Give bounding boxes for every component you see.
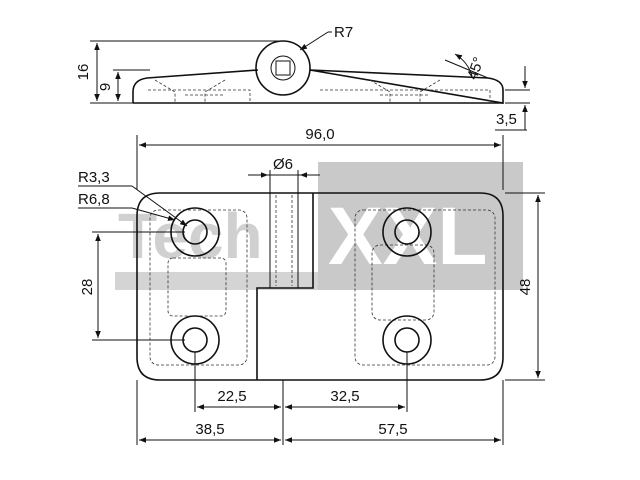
side-view-outline — [132, 69, 504, 104]
dim-height-total: 16 — [75, 64, 92, 81]
watermark: Tech XXL — [115, 162, 523, 290]
knuckle-pin — [270, 55, 296, 81]
front-view-outline — [136, 192, 504, 381]
watermark-text-tech: Tech — [118, 200, 263, 272]
dim-left-leaf-width: 38,5 — [195, 421, 224, 438]
label-hole-radius: R3,3 — [78, 169, 110, 186]
label-knuckle-radius: R7 — [334, 24, 353, 41]
dim-right-hole-offset: 32,5 — [330, 388, 359, 405]
label-chamfer-angle: 45° — [464, 55, 488, 82]
front-view: 96,0 Ø6 R3,3 R6,8 28 48 22,5 — [78, 126, 545, 445]
side-view: 16 9 R7 45° 3,5 — [75, 24, 530, 131]
watermark-box — [318, 162, 523, 290]
watermark-text-xxl: XXL — [328, 191, 487, 282]
hole-bottom-right — [394, 327, 420, 353]
dim-pin-diameter: Ø6 — [273, 156, 293, 173]
dim-right-leaf-width: 57,5 — [378, 421, 407, 438]
boss-top-right — [382, 207, 432, 257]
dim-left-hole-offset: 22,5 — [217, 388, 246, 405]
dim-hole-spacing-vertical: 28 — [79, 279, 96, 296]
hole-top-right — [394, 219, 420, 245]
dim-thickness: 3,5 — [496, 111, 517, 128]
dim-overall-width: 96,0 — [305, 126, 334, 143]
dim-height-body: 9 — [97, 83, 114, 91]
label-boss-radius: R6,8 — [78, 191, 110, 208]
dim-overall-height: 48 — [517, 279, 534, 296]
knuckle-pin-square — [275, 60, 291, 76]
hole-bottom-left — [182, 327, 208, 353]
